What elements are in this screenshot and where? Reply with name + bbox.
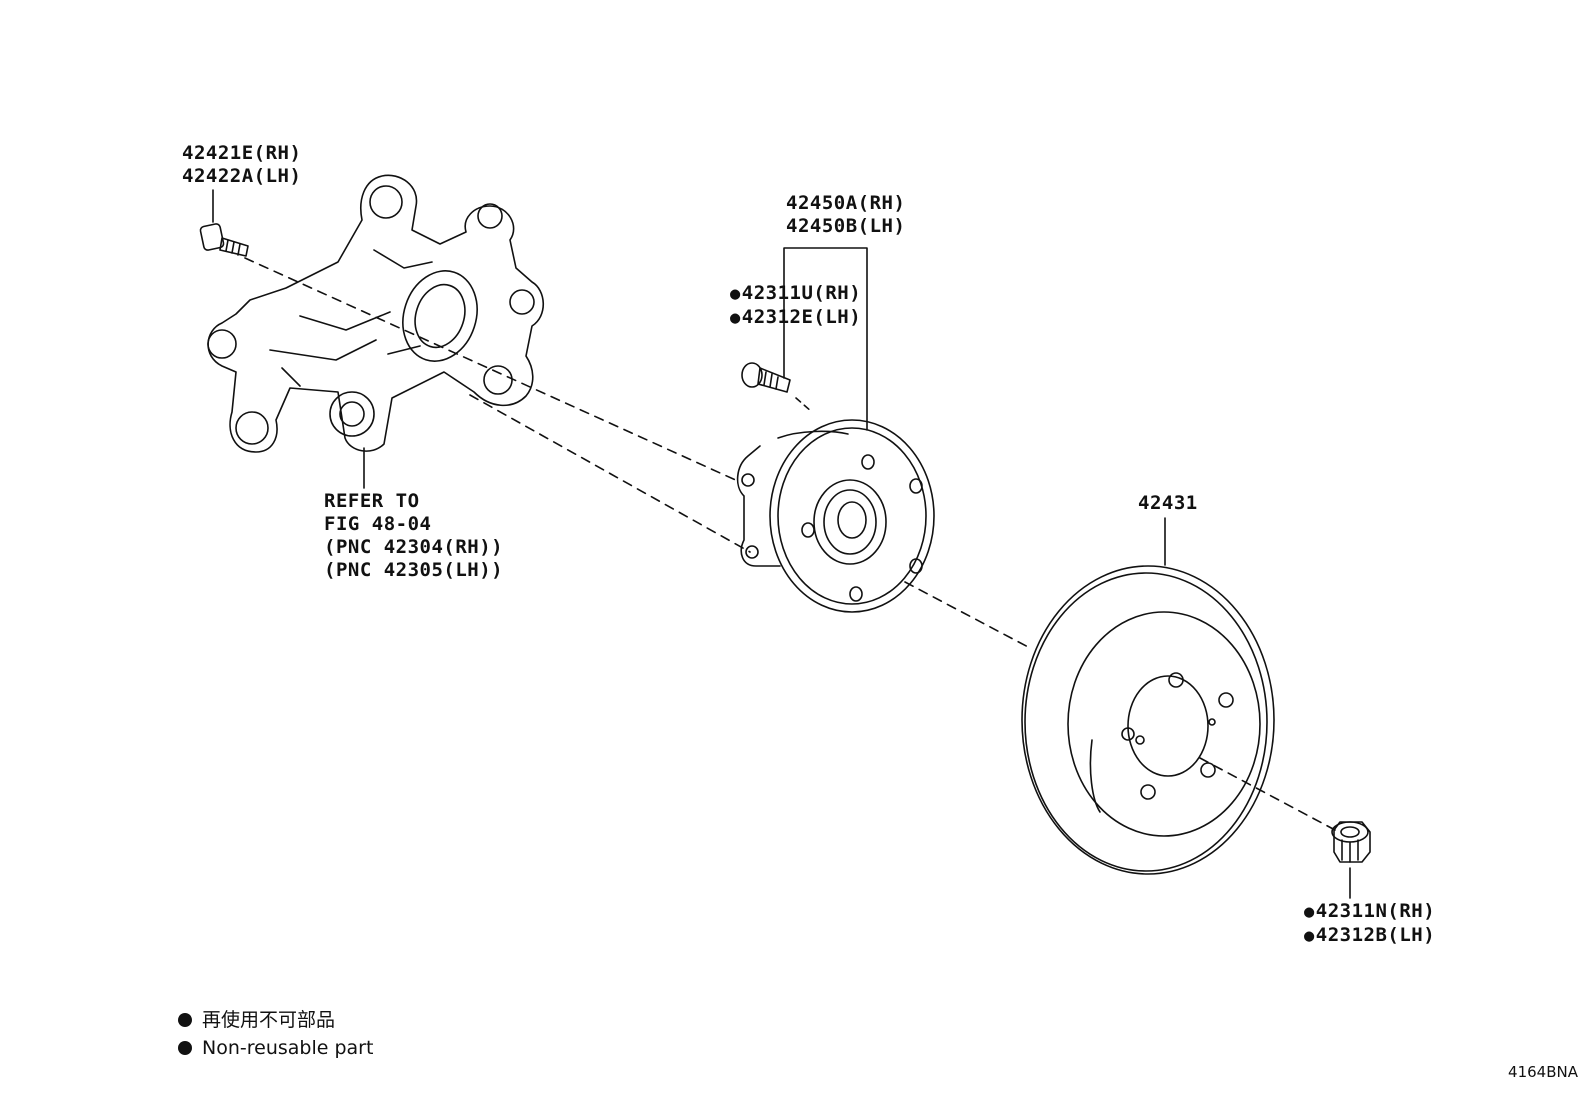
disc-callout: 42431 — [1138, 492, 1198, 514]
hub-bolt-lh-number: 42312E(LH) — [730, 306, 861, 330]
hub-bolt-leader-dash — [795, 397, 813, 413]
bullet-icon — [178, 1041, 192, 1055]
assembly-axes — [244, 257, 1336, 831]
bolt-icon — [199, 223, 249, 257]
hub-bolt-rh-number: 42311U(RH) — [730, 282, 861, 306]
legend: 再使用不可部品 Non-reusable part — [178, 1008, 373, 1060]
bolt-callout: 42421E(RH) 42422A(LH) — [182, 142, 302, 187]
figure-id: 4164BNA — [1508, 1063, 1578, 1081]
hub-bolt-icon — [741, 362, 791, 393]
hub-bearing-leader — [783, 247, 868, 431]
nut-lh-number: 42312B(LH) — [1304, 924, 1435, 948]
bullet-icon — [178, 1013, 192, 1027]
hub-bearing-icon — [736, 419, 935, 613]
knuckle-reference-callout: REFER TO FIG 48-04 (PNC 42304(RH)) (PNC … — [324, 490, 504, 581]
nut-callout: 42311N(RH) 42312B(LH) — [1304, 900, 1435, 948]
legend-item-en: Non-reusable part — [178, 1036, 373, 1060]
legend-item-jp: 再使用不可部品 — [178, 1008, 373, 1032]
nut-icon — [1331, 821, 1371, 863]
brake-disc-icon — [1021, 565, 1275, 875]
knuckle-icon — [207, 174, 545, 453]
hub-bolt-callout: 42311U(RH) 42312E(LH) — [730, 282, 861, 330]
hub-bearing-callout: 42450A(RH) 42450B(LH) — [786, 192, 906, 237]
nut-rh-number: 42311N(RH) — [1304, 900, 1435, 924]
